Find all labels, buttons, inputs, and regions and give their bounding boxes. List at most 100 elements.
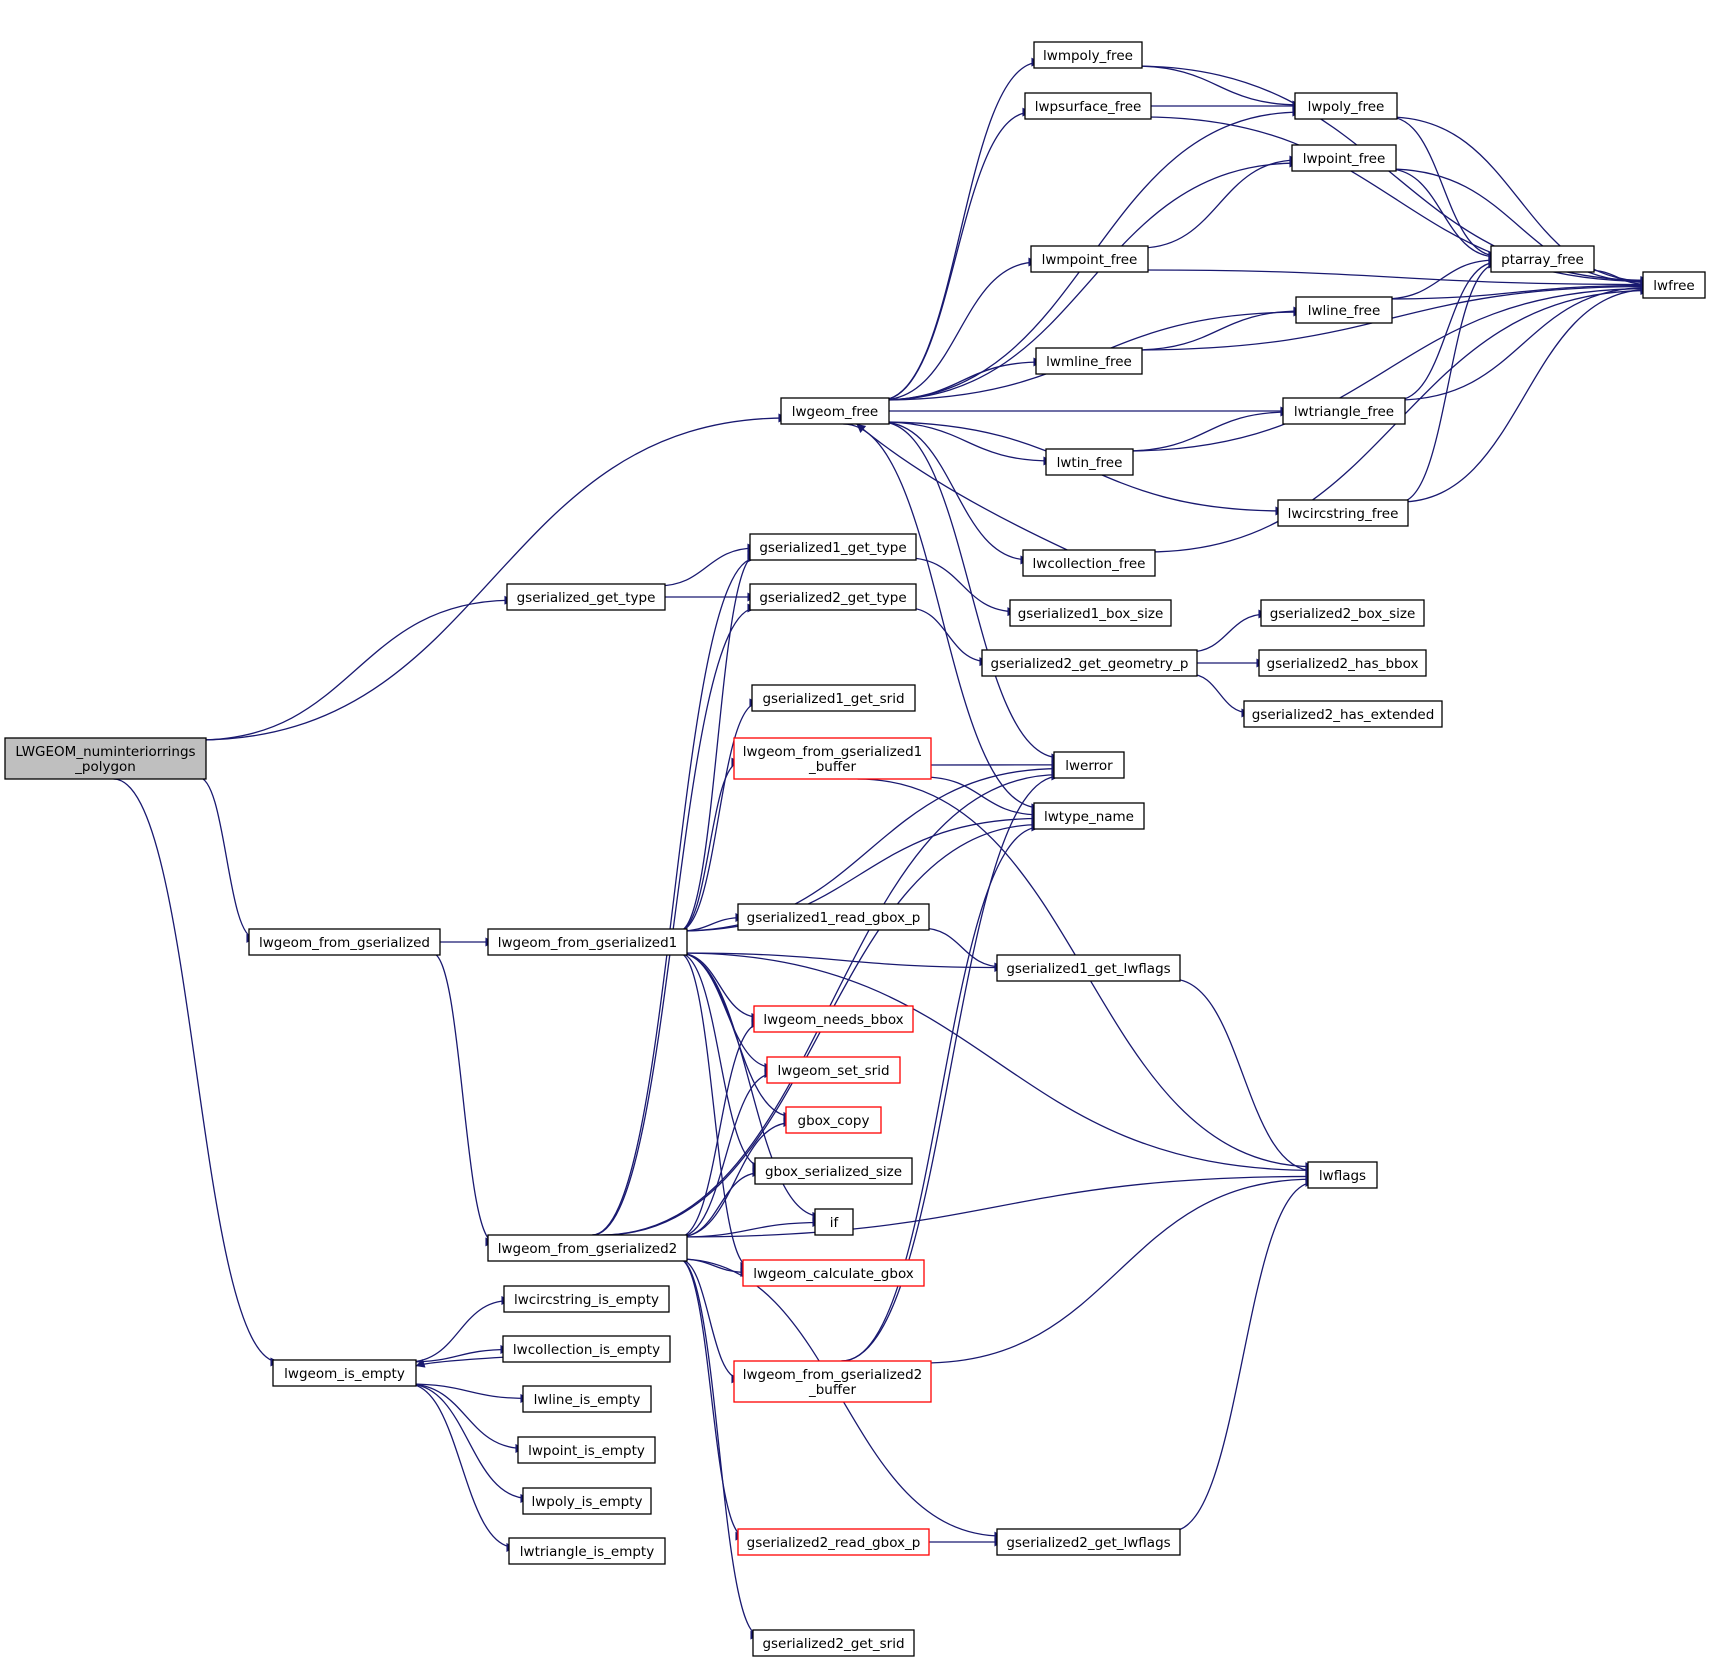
node-gserialized1-get-type[interactable]: gserialized1_get_type	[749, 533, 917, 561]
node-lwtype-name[interactable]: lwtype_name	[1033, 802, 1145, 830]
node-label: gserialized_get_type	[517, 590, 656, 606]
node-if[interactable]: if	[814, 1208, 854, 1236]
node-lwmpoly-free[interactable]: lwmpoly_free	[1033, 41, 1143, 69]
node-lwline-is-empty[interactable]: lwline_is_empty	[522, 1385, 652, 1413]
node-gserialized2-has-extended[interactable]: gserialized2_has_extended	[1243, 700, 1443, 728]
edge-lwgeom_from_gserialized2_buffer-to-lwtype_name	[841, 822, 1041, 1362]
node-gserialized1-get-srid[interactable]: gserialized1_get_srid	[751, 684, 916, 712]
node-gserialized1-box-size[interactable]: gserialized1_box_size	[1009, 599, 1172, 627]
node-lwgeom-set-srid[interactable]: lwgeom_set_srid	[766, 1056, 901, 1084]
node-lwgeom-from-gserialized[interactable]: lwgeom_from_gserialized	[248, 928, 441, 956]
node-ptarray-free[interactable]: ptarray_free	[1490, 245, 1595, 273]
node-box	[814, 1208, 854, 1236]
node-gserialized1-read-gbox-p[interactable]: gserialized1_read_gbox_p	[737, 903, 930, 931]
node-lwerror[interactable]: lwerror	[1053, 751, 1125, 779]
node-lwpsurface-free[interactable]: lwpsurface_free	[1024, 92, 1152, 120]
node-lwfree[interactable]: lwfree	[1642, 271, 1706, 299]
node-gserialized-get-type[interactable]: gserialized_get_type	[506, 583, 666, 611]
node-box	[766, 1056, 901, 1084]
node-label: ptarray_free	[1501, 252, 1584, 268]
node-lwgeom-needs-bbox[interactable]: lwgeom_needs_bbox	[753, 1005, 914, 1033]
edge-lwgeom_from_gserialized1-to-gserialized1_get_srid	[678, 698, 759, 932]
node-lwgeom-from-gserialized1-buffer[interactable]: lwgeom_from_gserialized1_buffer	[733, 737, 932, 780]
node-gserialized2-get-geometry-p[interactable]: gserialized2_get_geometry_p	[981, 649, 1198, 677]
edge-gserialized2_get_type-to-gserialized2_get_geometry_p	[907, 607, 989, 667]
edge-gserialized2_get_geometry_p-to-gserialized2_box_size	[1188, 609, 1268, 653]
node-box	[996, 1528, 1181, 1556]
node-lwcircstring-is-empty[interactable]: lwcircstring_is_empty	[503, 1285, 670, 1313]
node-lwpoint-is-empty[interactable]: lwpoint_is_empty	[517, 1436, 656, 1464]
node-gserialized2-has-bbox[interactable]: gserialized2_has_bbox	[1258, 649, 1427, 677]
edge-lwmpoint_free-to-lwfree	[1139, 269, 1650, 289]
node-lwcollection-is-empty[interactable]: lwcollection_is_empty	[502, 1335, 671, 1363]
node-label: lwtype_name	[1044, 809, 1134, 825]
edge-lwcircstring_free-to-ptarray_free	[1399, 259, 1498, 503]
node-label: gserialized2_has_extended	[1252, 707, 1435, 723]
node-lwgeom-from-gserialized1[interactable]: lwgeom_from_gserialized1	[487, 928, 688, 956]
node-lwtin-free[interactable]: lwtin_free	[1045, 448, 1134, 476]
edge-gserialized2_get_lwflags-to-lwflags	[1171, 1177, 1315, 1532]
edge-lwgeom_from_gserialized2-to-gserialized2_get_type	[592, 603, 757, 1236]
node-lwgeom-from-gserialized2-buffer[interactable]: lwgeom_from_gserialized2_buffer	[733, 1360, 932, 1403]
node-lwcircstring-free[interactable]: lwcircstring_free	[1277, 499, 1409, 527]
node-gbox-copy[interactable]: gbox_copy	[785, 1106, 882, 1134]
edge-lwgeom_from_gserialized2-to-lwerror	[600, 770, 1061, 1236]
edge-lwgeom_from_gserialized2-to-lwflags	[678, 1171, 1315, 1238]
node-lwtriangle-free[interactable]: lwtriangle_free	[1282, 397, 1406, 425]
node-box	[1277, 499, 1409, 527]
node-gserialized2-get-lwflags[interactable]: gserialized2_get_lwflags	[996, 1528, 1181, 1556]
node-box	[749, 583, 917, 611]
node-lwline-free[interactable]: lwline_free	[1295, 296, 1393, 324]
edge-lwpoly_free-to-lwfree	[1388, 116, 1650, 286]
node-box	[506, 583, 666, 611]
node-box	[1282, 397, 1406, 425]
node-lwgeom-is-empty[interactable]: lwgeom_is_empty	[272, 1359, 417, 1387]
node-gbox-serialized-size[interactable]: gbox_serialized_size	[754, 1157, 913, 1185]
edge-lwgeom_is_empty-to-lwpoint_is_empty	[407, 1383, 525, 1453]
node-box	[749, 533, 917, 561]
node-label: gserialized1_get_type	[759, 540, 906, 556]
node-gserialized2-read-gbox-p[interactable]: gserialized2_read_gbox_p	[737, 1528, 930, 1556]
node-label: lwcollection_is_empty	[513, 1342, 660, 1358]
node-lwtriangle-is-empty[interactable]: lwtriangle_is_empty	[508, 1537, 666, 1565]
node-label: gserialized2_box_size	[1270, 606, 1416, 622]
node-lwpoly-is-empty[interactable]: lwpoly_is_empty	[522, 1487, 652, 1515]
node-lwflags[interactable]: lwflags	[1307, 1161, 1378, 1189]
node-label: lwcollection_free	[1033, 556, 1146, 572]
node-lwpoint-free[interactable]: lwpoint_free	[1291, 144, 1397, 172]
node-gserialized1-get-lwflags[interactable]: gserialized1_get_lwflags	[996, 954, 1181, 982]
edge-lwgeom_from_gserialized1-to-lwflags	[678, 952, 1315, 1175]
node-root[interactable]: LWGEOM_numinteriorrings_polygon	[4, 737, 207, 780]
node-box	[754, 1157, 913, 1185]
node-label: gserialized1_get_lwflags	[1006, 961, 1170, 977]
node-gserialized2-get-type[interactable]: gserialized2_get_type	[749, 583, 917, 611]
node-lwcollection-free[interactable]: lwcollection_free	[1022, 549, 1156, 577]
edge-lwtin_free-to-lwtriangle_free	[1124, 407, 1290, 452]
node-lwgeom-free[interactable]: lwgeom_free	[780, 397, 890, 425]
node-lwpoly-free[interactable]: lwpoly_free	[1294, 92, 1398, 120]
node-gserialized2-get-srid[interactable]: gserialized2_get_srid	[752, 1629, 915, 1657]
node-label: lwmpoint_free	[1042, 252, 1138, 268]
node-lwgeom-calculate-gbox[interactable]: lwgeom_calculate_gbox	[742, 1259, 925, 1287]
edge-lwgeom_from_gserialized1-to-gserialized1_get_type	[678, 550, 757, 932]
node-lwmline-free[interactable]: lwmline_free	[1035, 347, 1143, 375]
node-label: lwtin_free	[1057, 455, 1123, 471]
edge-lwgeom_free-to-lwmpoly_free	[880, 57, 1041, 401]
edge-lwgeom_is_empty-to-lwtriangle_is_empty	[407, 1383, 516, 1552]
node-label: lwgeom_calculate_gbox	[753, 1266, 914, 1282]
edge-lwpoly_free-to-ptarray_free	[1388, 116, 1498, 261]
node-box	[1291, 144, 1397, 172]
node-gserialized2-box-size[interactable]: gserialized2_box_size	[1260, 599, 1425, 627]
edge-lwgeom_from_gserialized2-to-gserialized1_get_type	[592, 553, 757, 1236]
node-label: gbox_copy	[798, 1113, 870, 1129]
node-lwgeom-from-gserialized2[interactable]: lwgeom_from_gserialized2	[487, 1234, 688, 1262]
edge-lwgeom_free-to-lwerror	[880, 421, 1061, 763]
node-label: gserialized1_read_gbox_p	[747, 910, 921, 926]
edge-lwgeom_free-to-lwpoint_free	[880, 158, 1299, 401]
node-label: gserialized2_read_gbox_p	[747, 1535, 921, 1551]
nodes-layer: LWGEOM_numinteriorrings_polygon lwgeom_fr…	[4, 41, 1706, 1657]
node-label: gserialized2_get_lwflags	[1006, 1535, 1170, 1551]
edge-root-to-lwgeom_free	[197, 413, 788, 741]
edge-lwgeom_free-to-lwtin_free	[880, 421, 1053, 466]
node-lwmpoint-free[interactable]: lwmpoint_free	[1030, 245, 1149, 273]
